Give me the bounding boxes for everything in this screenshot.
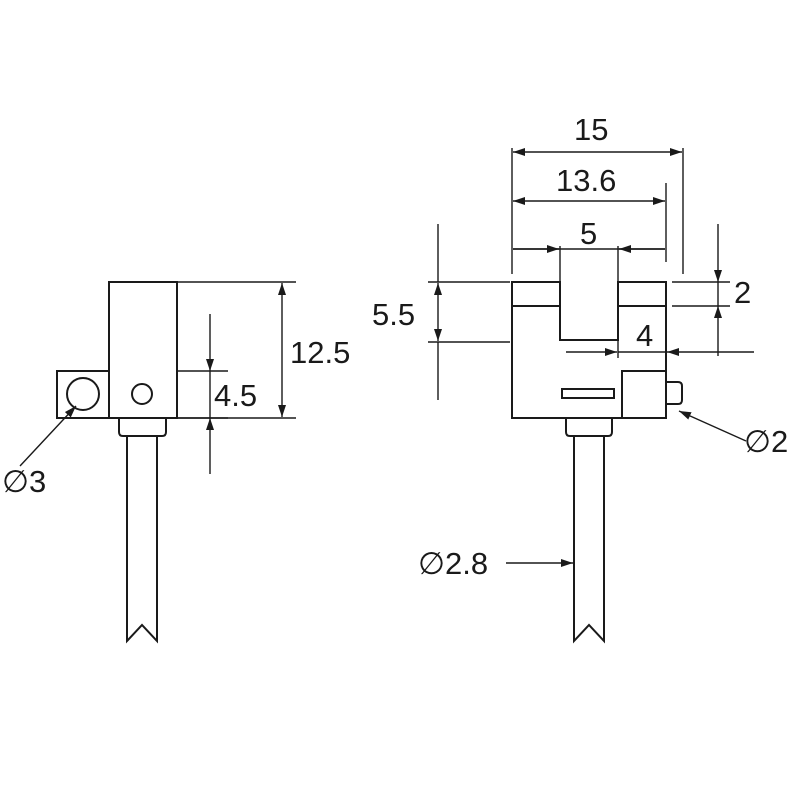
dim-15: 15 <box>574 112 608 147</box>
dim-5-5: 5.5 <box>372 297 415 332</box>
led-housing <box>621 370 667 419</box>
dim-diameter-2-8: ∅2.8 <box>418 546 488 581</box>
dim-diameter-3: ∅3 <box>2 464 46 499</box>
dim-4: 4 <box>636 318 653 353</box>
dim-2: 2 <box>734 275 751 310</box>
side-pin-hole <box>131 383 153 405</box>
side-cable-boot <box>118 418 167 437</box>
leader-hole-diameter <box>19 405 77 467</box>
front-cable <box>573 436 605 644</box>
side-cable <box>126 436 158 644</box>
mounting-tab <box>56 370 110 419</box>
front-cable-boot <box>565 418 613 437</box>
dim-13-6: 13.6 <box>556 163 616 198</box>
indicator-slot <box>561 388 615 399</box>
leader-led-diameter <box>678 410 747 442</box>
front-view: 15 13.6 5 5.5 2 4 ∅2 ∅2.8 <box>372 112 788 644</box>
side-body <box>108 281 178 419</box>
dim-5: 5 <box>580 216 597 251</box>
side-view: 12.5 4.5 ∅3 <box>2 281 350 644</box>
dim-4-5: 4.5 <box>214 378 257 413</box>
led-nub <box>666 381 683 405</box>
dim-diameter-2: ∅2 <box>744 424 788 459</box>
mounting-hole <box>66 377 100 411</box>
dim-12-5: 12.5 <box>290 335 350 370</box>
